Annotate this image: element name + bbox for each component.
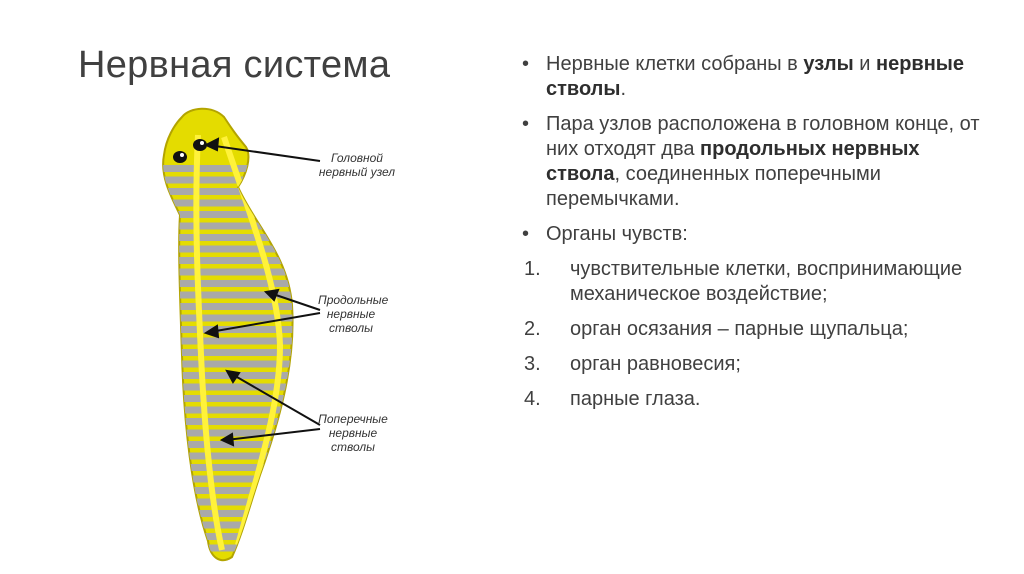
content-list: • Нервные клетки собраны в узлы и нервны… <box>522 52 992 422</box>
body-segment <box>160 269 310 276</box>
body-segment <box>160 361 310 368</box>
bullet-text-2: Пара узлов расположена в головном конце,… <box>546 113 980 210</box>
body-segment <box>160 441 310 448</box>
numbered-text-4: парные глаза. <box>570 388 700 410</box>
body-segment <box>160 522 310 529</box>
number-marker: 1. <box>524 257 541 282</box>
bullet-marker: • <box>522 222 529 247</box>
numbered-text-1: чувствительные клетки, воспринимающие ме… <box>570 258 962 305</box>
body-segment <box>160 499 310 506</box>
numbered-item-3: 3. орган равновесия; <box>522 352 992 377</box>
body-segment <box>160 257 310 264</box>
body-segment <box>160 349 310 356</box>
bullet-text-3: Органы чувств: <box>546 223 688 245</box>
eye-left <box>173 151 187 163</box>
body-segment <box>160 487 310 494</box>
body-segment <box>160 338 310 345</box>
body-segment <box>160 223 310 230</box>
body-segment <box>160 510 310 517</box>
bullet-item-1: • Нервные клетки собраны в узлы и нервны… <box>522 52 992 102</box>
page-title: Нервная система <box>78 44 390 87</box>
body-segment <box>160 476 310 483</box>
bullet-marker: • <box>522 112 529 137</box>
body-segment <box>160 407 310 414</box>
bullet-item-3: • Органы чувств: <box>522 222 992 247</box>
numbered-item-4: 4. парные глаза. <box>522 387 992 412</box>
planarian-figure: Головной нервный узел Продольные нервные… <box>120 95 450 565</box>
bullet-item-2: • Пара узлов расположена в головном конц… <box>522 112 992 212</box>
number-marker: 3. <box>524 352 541 377</box>
numbered-text-2: орган осязания – парные щупальца; <box>570 318 908 340</box>
body-segment <box>160 303 310 310</box>
body-segment <box>160 200 310 207</box>
label-longitudinal-trunks: Продольные нервные стволы <box>318 293 384 335</box>
body-segment <box>160 292 310 299</box>
number-marker: 4. <box>524 387 541 412</box>
bullet-text-1: Нервные клетки собраны в узлы и нервные … <box>546 53 964 100</box>
label-transverse-trunks: Поперечные нервные стволы <box>318 412 388 454</box>
numbered-item-2: 2. орган осязания – парные щупальца; <box>522 317 992 342</box>
body-segment <box>160 211 310 218</box>
body-segment <box>160 453 310 460</box>
body-segment <box>160 533 310 540</box>
numbered-item-1: 1. чувствительные клетки, воспринимающие… <box>522 257 992 307</box>
body-segment <box>160 246 310 253</box>
body-segment <box>160 234 310 241</box>
body-segment <box>160 464 310 471</box>
body-segment <box>160 280 310 287</box>
numbered-text-3: орган равновесия; <box>570 353 741 375</box>
label-head-ganglion: Головной нервный узел <box>312 151 402 179</box>
body-segment <box>160 188 310 195</box>
body-segment <box>160 395 310 402</box>
number-marker: 2. <box>524 317 541 342</box>
body-segment <box>160 418 310 425</box>
bullet-marker: • <box>522 52 529 77</box>
